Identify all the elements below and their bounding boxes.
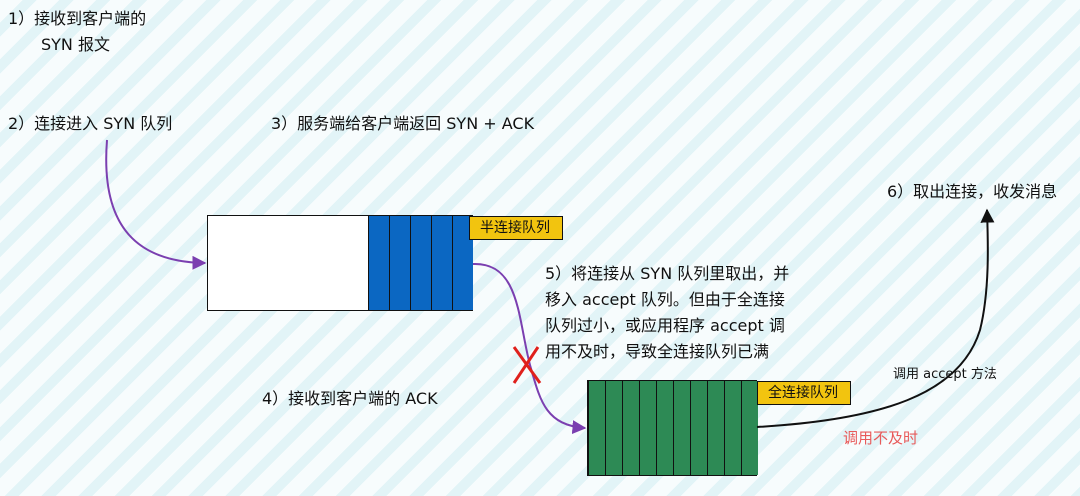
queue-slot: [707, 381, 724, 475]
fail-x-icon: [512, 346, 542, 384]
step-4-text: 4）接收到客户端的 ACK: [262, 389, 438, 408]
syn-queue-label: 半连接队列: [469, 216, 563, 240]
step-2-text: 2）连接进入 SYN 队列: [8, 114, 173, 133]
queue-slot: [741, 381, 758, 475]
queue-slot: [588, 381, 605, 475]
queue-slot: [389, 216, 410, 310]
syn-queue-box: [207, 215, 473, 311]
queue-slot: [368, 216, 389, 310]
step-6-text: 6）取出连接，收发消息: [887, 182, 1058, 201]
step-5-line-3: 队列过小，或应用程序 accept 调: [545, 316, 785, 335]
step-5-text: 5）将连接从 SYN 队列里取出，并 移入 accept 队列。但由于全连接 队…: [545, 261, 789, 365]
queue-slot: [639, 381, 656, 475]
queue-slot: [605, 381, 622, 475]
too-late-label: 调用不及时: [843, 429, 919, 447]
step-3-text: 3）服务端给客户端返回 SYN + ACK: [271, 114, 535, 133]
queue-slot: [410, 216, 431, 310]
step-5-line-2: 移入 accept 队列。但由于全连接: [545, 290, 785, 309]
queue-slot: [690, 381, 707, 475]
step-5-line-4: 用不及时，导致全连接队列已满: [545, 342, 770, 361]
accept-queue-label: 全连接队列: [757, 381, 851, 405]
accept-call-label: 调用 accept 方法: [893, 367, 997, 382]
queue-slot: [673, 381, 690, 475]
arrow-take-connection: [756, 208, 995, 428]
step-1-line-2: SYN 报文: [41, 35, 110, 54]
queue-slot: [656, 381, 673, 475]
step-1-line-1: 1）接收到客户端的: [8, 9, 147, 28]
queue-slot: [431, 216, 452, 310]
step-1-text: 1）接收到客户端的 SYN 报文: [8, 6, 146, 58]
accept-queue-box: [587, 380, 758, 476]
step-5-line-1: 5）将连接从 SYN 队列里取出，并: [545, 264, 790, 283]
queue-slot: [622, 381, 639, 475]
queue-slot: [452, 216, 473, 310]
queue-slot: [724, 381, 741, 475]
arrow-move-to-accept-queue: [472, 262, 587, 435]
arrow-enter-syn-queue: [105, 139, 207, 270]
